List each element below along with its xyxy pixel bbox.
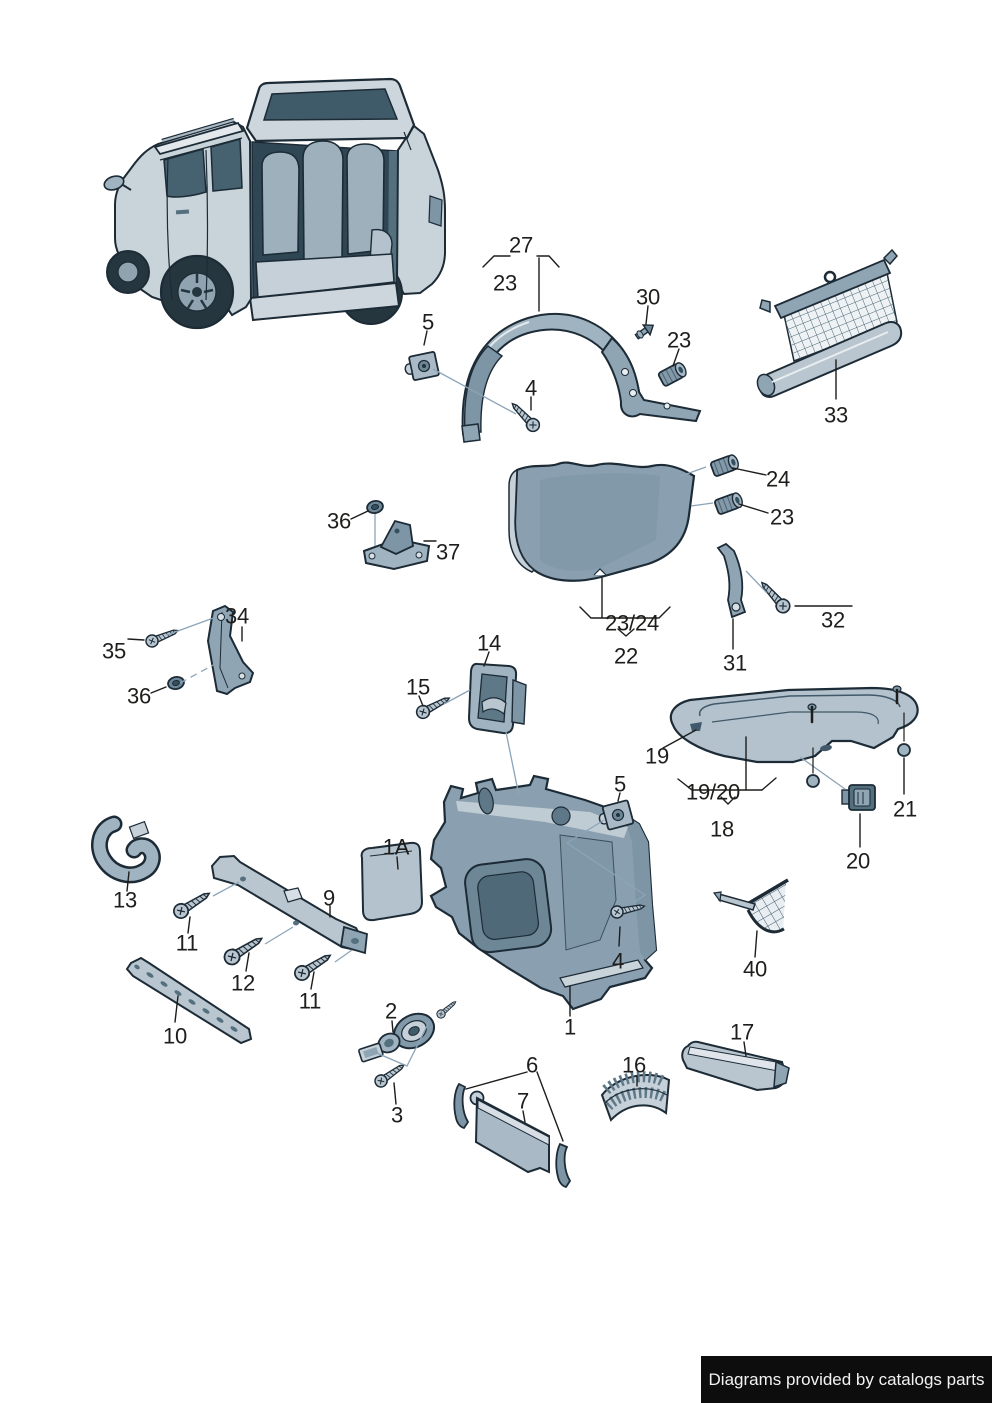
part-12-screw	[220, 931, 267, 969]
roof	[153, 121, 245, 156]
part-20-clip	[841, 784, 876, 811]
part-15-screw	[413, 691, 454, 722]
part-24-expanding-nut	[709, 452, 742, 478]
part-31-bracket	[716, 542, 747, 619]
side-window	[210, 138, 243, 192]
part-5-clip	[402, 350, 441, 383]
part-27-tailgate-arch-trim	[461, 313, 702, 443]
part-9-mounting-rail	[210, 854, 368, 955]
part-36-nut	[166, 674, 186, 692]
part-1-side-trim-panel	[429, 774, 658, 1011]
part-32-screw	[756, 577, 794, 617]
part-1a-cover	[360, 841, 424, 922]
cargo-floor	[255, 253, 395, 299]
part-2-grommet	[358, 997, 459, 1063]
door-handle	[175, 209, 190, 215]
vehicle-overview-illustration	[103, 77, 446, 330]
part-40-stowage-net	[712, 878, 789, 934]
part-14-handle-recess	[467, 662, 527, 735]
part-13-hook	[91, 815, 161, 884]
part-33-partition-net	[756, 248, 903, 398]
part-18-load-floor	[669, 685, 919, 764]
part-23-expanding-nut	[713, 490, 746, 516]
rear-bumper	[248, 281, 401, 322]
part-4-screw	[506, 398, 543, 435]
provider-banner: Diagrams provided by catalogs parts	[701, 1356, 992, 1403]
part-11-screw	[170, 886, 214, 922]
open-tailgate	[245, 77, 416, 151]
rear-seats	[261, 140, 393, 266]
assembly-lines	[166, 368, 846, 1067]
side-mirror	[103, 175, 132, 191]
provider-banner-text: Diagrams provided by catalogs parts	[708, 1369, 985, 1389]
part-10-perforated-rail	[125, 956, 253, 1045]
part-35-screw	[143, 624, 181, 650]
taillight	[428, 195, 443, 227]
leader-lines	[126, 255, 905, 1142]
part-37-bracket	[362, 519, 431, 571]
part-36-nut	[365, 498, 385, 516]
part-6-bracket-left	[453, 1082, 470, 1130]
part-stud-ball	[806, 774, 820, 788]
part-17-tray	[681, 1040, 790, 1092]
part-16-ribbed-sleeve	[600, 1071, 671, 1122]
part-7-partition-panel	[469, 1090, 550, 1174]
part-34-bracket	[206, 604, 255, 696]
part-6-bracket-right	[555, 1142, 572, 1189]
part-22-tailgate-trim-panel	[508, 461, 696, 582]
part-30-pin	[634, 324, 655, 340]
part-21-cap	[897, 743, 911, 757]
